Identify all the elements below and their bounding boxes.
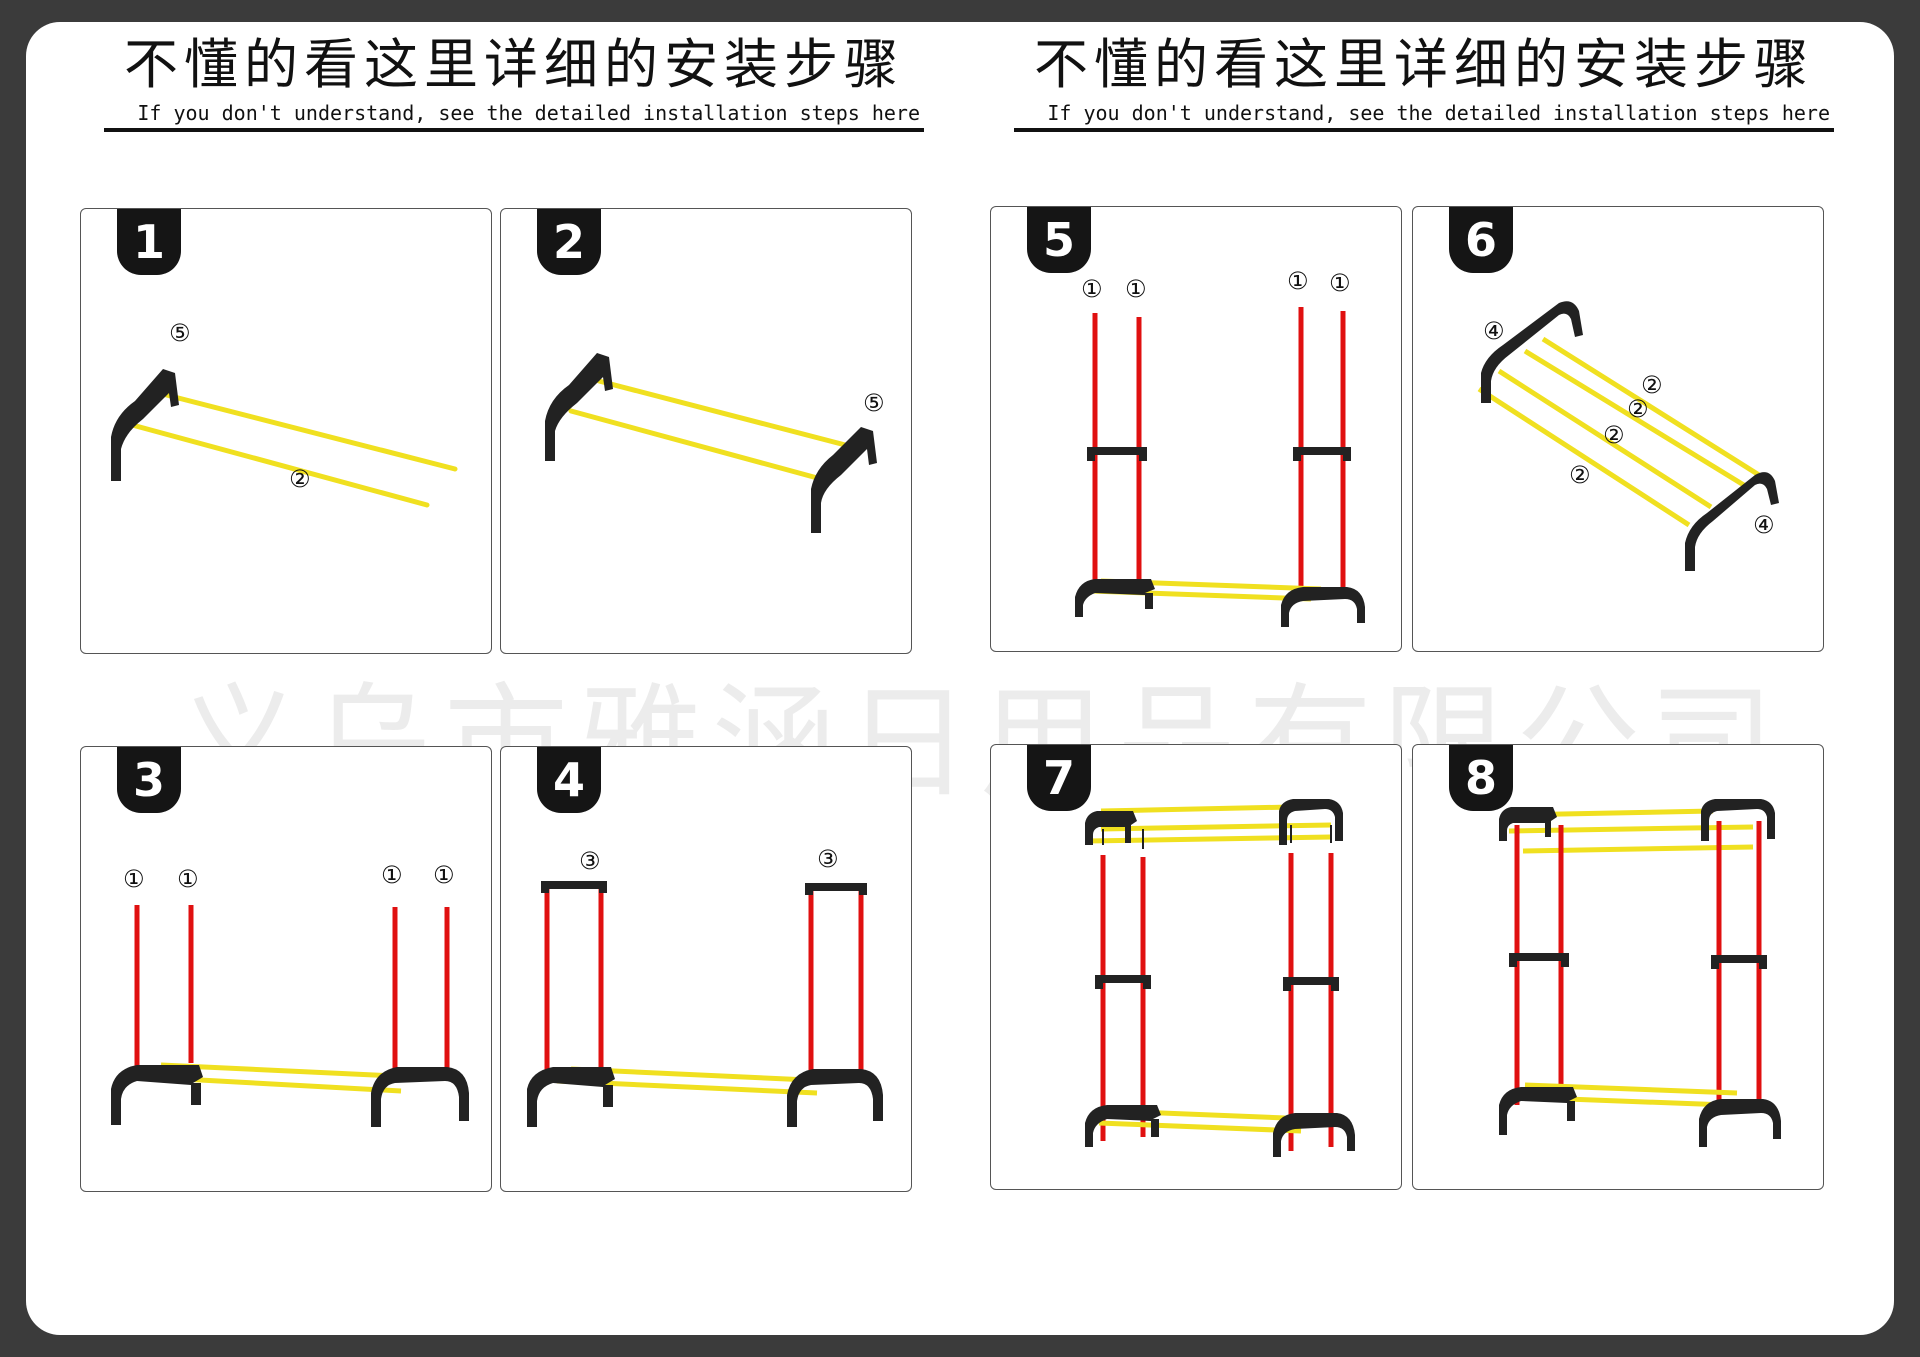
step-badge: 5 [1027, 207, 1091, 273]
step-panel-2: ⑤ 2 [500, 208, 912, 654]
end-frame [545, 353, 613, 461]
step-panel-4: ③ ③ 4 [500, 746, 912, 1192]
step-badge: 8 [1449, 745, 1513, 811]
header-title-zh: 不懂的看这里详细的安装步骤 [124, 33, 904, 96]
part-label: ① [1081, 275, 1103, 303]
step-panel-3: ① ① ① ① 3 [80, 746, 492, 1192]
header-title-zh: 不懂的看这里详细的安装步骤 [1034, 33, 1814, 96]
top-connector [805, 883, 867, 895]
part-label: ① [177, 865, 199, 893]
yellow-tubes [122, 388, 458, 508]
mid-connector [1087, 447, 1147, 461]
part-label: ② [1569, 461, 1591, 489]
instruction-sheet: 不懂的看这里详细的安装步骤 If you don't understand, s… [26, 22, 1894, 1335]
part-label: ① [1287, 267, 1309, 295]
header-title-en: If you don't understand, see the detaile… [137, 101, 920, 125]
step-3-illustration: ① ① ① ① [111, 861, 469, 1127]
step-badge: 2 [537, 209, 601, 275]
step-badge: 4 [537, 747, 601, 813]
part-label: ③ [817, 845, 839, 873]
mid-connector [1711, 955, 1767, 969]
part-label: ③ [579, 847, 601, 875]
top-frame [1499, 807, 1557, 841]
step-badge: 7 [1027, 745, 1091, 811]
end-frame [811, 427, 877, 533]
step-panel-1: ⑤ ② 1 [80, 208, 492, 654]
step-badge: 1 [117, 209, 181, 275]
part-label: ⑤ [169, 319, 191, 347]
step-badge: 6 [1449, 207, 1513, 273]
step-2-illustration: ⑤ [545, 353, 885, 533]
part-label: ① [1329, 269, 1351, 297]
base-frame [1699, 1099, 1781, 1147]
part-label: ① [123, 865, 145, 893]
part-label: ① [381, 861, 403, 889]
base-frame [527, 1067, 615, 1127]
yellow-tubes [1477, 336, 1761, 528]
insert-arrows [1102, 825, 1332, 849]
mid-connector [1293, 447, 1351, 461]
step-panel-6: ④ ② ② ② ② ④ 6 [1412, 206, 1824, 652]
mid-connector [1509, 953, 1569, 967]
step-1-illustration: ⑤ ② [111, 319, 458, 508]
step-4-illustration: ③ ③ [527, 845, 883, 1127]
part-label: ① [1125, 275, 1147, 303]
base-frame [1075, 579, 1155, 617]
base-frame [1085, 1105, 1161, 1147]
red-tubes [1100, 853, 1334, 1151]
step-panel-8: 8 [1412, 744, 1824, 1190]
step-8-illustration [1499, 799, 1781, 1147]
red-tubes [1514, 821, 1762, 1113]
part-label: ② [289, 465, 311, 493]
part-label: ④ [1483, 317, 1505, 345]
top-frame [1701, 799, 1775, 841]
part-label: ④ [1753, 511, 1775, 539]
header-left: 不懂的看这里详细的安装步骤 If you don't understand, s… [104, 30, 924, 132]
part-label: ⑤ [863, 389, 885, 417]
header-title-en: If you don't understand, see the detaile… [1047, 101, 1830, 125]
part-label: ② [1603, 421, 1625, 449]
top-frame [1279, 799, 1343, 845]
step-5-illustration: ① ① ① ① [1075, 267, 1365, 627]
header-underline [104, 128, 924, 132]
step-panel-7: 7 [990, 744, 1402, 1190]
end-frame [111, 369, 179, 481]
part-label: ② [1627, 395, 1649, 423]
base-frame [371, 1067, 469, 1127]
header-right: 不懂的看这里详细的安装步骤 If you don't understand, s… [1014, 30, 1834, 132]
end-frame [1685, 472, 1779, 571]
red-tubes [134, 905, 450, 1077]
header-underline [1014, 128, 1834, 132]
yellow-tubes [568, 378, 856, 482]
base-frame [1273, 1113, 1355, 1157]
base-frame [1499, 1087, 1577, 1135]
step-badge: 3 [117, 747, 181, 813]
part-label: ② [1641, 371, 1663, 399]
step-6-illustration: ④ ② ② ② ② ④ [1477, 301, 1779, 571]
mid-connector [1283, 977, 1339, 991]
end-frame [1481, 301, 1583, 403]
top-frame [1085, 811, 1137, 845]
base-frame [1281, 587, 1365, 627]
top-connector [541, 881, 607, 893]
mid-connector [1095, 975, 1151, 989]
red-tubes [544, 887, 864, 1081]
base-frame [111, 1065, 203, 1125]
step-panel-5: ① ① ① ① 5 [990, 206, 1402, 652]
base-frame [787, 1069, 883, 1127]
part-label: ① [433, 861, 455, 889]
step-7-illustration [1085, 799, 1355, 1157]
